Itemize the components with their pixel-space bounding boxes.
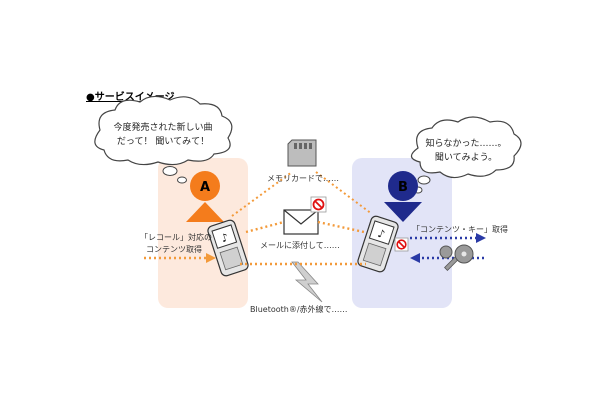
content-key-note: 「コンテンツ・キー」取得 [412, 225, 508, 234]
no-copy-mark-phone-b [394, 237, 409, 252]
svg-text:♪: ♪ [219, 231, 230, 246]
phone-a-icon: ♪ [207, 219, 249, 277]
no-copy-mark-mail [310, 196, 327, 213]
speech-b-line1: 知らなかった……。 [425, 139, 507, 149]
content-acquire-arrow-a [144, 253, 216, 263]
phone-b-icon: ♪ [357, 215, 399, 273]
memory-card-label: メモリカードで…… [267, 174, 339, 183]
content-key-arrow-out [410, 233, 486, 243]
svg-text:♪: ♪ [376, 227, 387, 242]
content-acquire-note-line2: コンテンツ取得 [146, 245, 202, 254]
speech-a-line1: 今度発売された新しい曲 [113, 123, 213, 133]
content-key-arrow-in [410, 253, 484, 263]
user-b-letter: B [398, 180, 408, 195]
diagram-title: ●サービスイメージ [86, 92, 175, 103]
content-acquire-note-line1: 「レコール」対応の [140, 233, 212, 242]
user-b-marker [384, 171, 422, 222]
transfer-path [231, 171, 373, 266]
speech-b-line2: 聞いてみよう。 [434, 153, 498, 163]
user-a-letter: A [200, 180, 210, 195]
disc-icon [454, 244, 474, 264]
mail-envelope-icon [283, 209, 319, 235]
wireless-label: Bluetooth®/赤外線で…… [250, 305, 348, 314]
memory-card-icon [287, 139, 317, 167]
speech-a-line2: だって！ 聞いてみて！ [116, 137, 210, 147]
speech-bubble-a [94, 95, 233, 184]
user-a-marker [186, 171, 224, 222]
wireless-bolt-icon [291, 261, 323, 303]
mail-label: メールに添付して…… [260, 241, 340, 250]
